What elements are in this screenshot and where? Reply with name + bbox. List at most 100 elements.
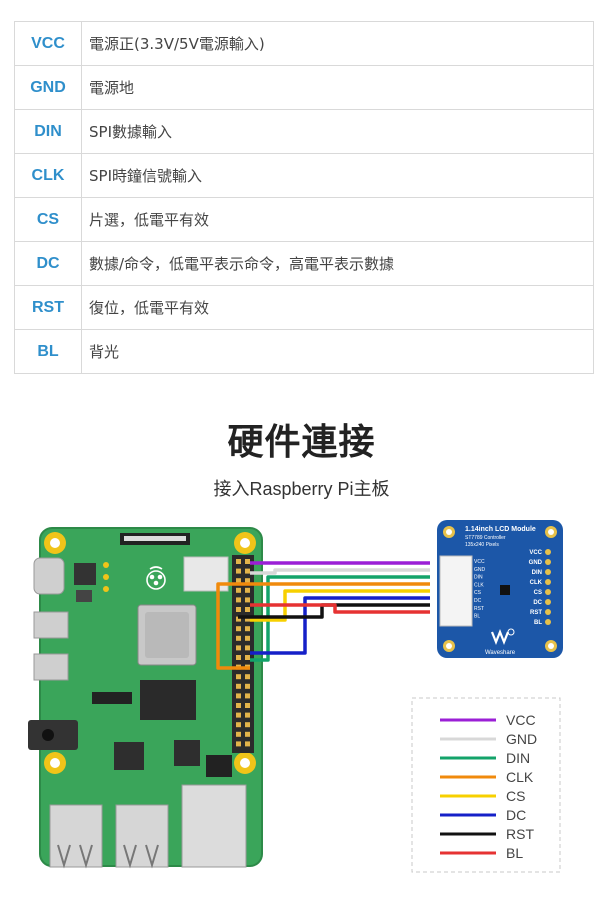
legend-label: RST [506, 826, 534, 842]
gpio-pin [245, 597, 250, 603]
lcd-connector-pin-label: RST [474, 606, 484, 612]
gpio-pin [245, 703, 250, 708]
gpio-pin [236, 626, 241, 632]
gpio-pin [236, 635, 241, 641]
pin-description: 電源正(3.3V/5V電源輸入) [81, 21, 594, 66]
lcd-pin-label: DC [533, 600, 542, 606]
lcd-controller: ST7789 Controller [465, 535, 506, 541]
lcd-pin-label: GND [529, 560, 543, 566]
gpio-pins [236, 559, 250, 747]
gpio-pin [236, 559, 241, 564]
gpio-pin [245, 722, 250, 728]
pin-name: CS [14, 197, 82, 242]
gpio-pin [236, 578, 241, 584]
lcd-connector-pin-label: CLK [474, 582, 484, 588]
gpio-pin [236, 731, 241, 737]
gpio-pin [236, 655, 241, 660]
gpio-pin [245, 731, 250, 737]
legend-label: DIN [506, 750, 530, 766]
pin-description: SPI數據輸入 [81, 109, 594, 154]
pin-description: SPI時鐘信號輸入 [81, 153, 594, 198]
gpio-pin [236, 568, 241, 574]
gpio-pin [245, 607, 250, 612]
lcd-brand: Waveshare [485, 650, 516, 656]
lcd-pin-pad [545, 579, 551, 585]
wire-dc [250, 596, 430, 655]
legend-label: VCC [506, 712, 536, 728]
lcd-pin-pad [545, 589, 551, 595]
gpio-pin [236, 597, 241, 603]
lcd-module-name: 1.14inch LCD Module [465, 526, 536, 533]
legend-label: BL [506, 845, 523, 861]
gpio-pin [236, 616, 241, 622]
gpio-pin [245, 693, 250, 699]
lcd-pin-pad [545, 569, 551, 575]
gpio-pin [245, 645, 250, 651]
lcd-pin-label: VCC [529, 550, 542, 556]
lcd-pin-pad [545, 619, 551, 625]
raspberry-pi-logo-icon [146, 566, 166, 590]
lcd-pin-pad [545, 609, 551, 615]
gpio-pin [245, 655, 250, 660]
gpio-pin [236, 712, 241, 718]
section-title: 硬件連接 [227, 422, 376, 463]
gpio-pin [245, 712, 250, 718]
gpio-pin [245, 741, 250, 747]
lcd-connector-pin-label: VCC [474, 559, 485, 565]
pin-description: 背光 [81, 329, 594, 374]
legend-label: CLK [506, 769, 534, 785]
pin-description: 電源地 [81, 65, 594, 110]
gpio-pin [236, 607, 241, 612]
lcd-connector-pin-label: DC [474, 598, 482, 604]
gpio-pin [245, 587, 250, 593]
gpio-pin [245, 674, 250, 680]
lcd-pin-pad [545, 549, 551, 555]
gpio-pin [245, 635, 250, 641]
gpio-pin [245, 616, 250, 622]
pin-description: 數據/命令，低電平表示命令，高電平表示數據 [81, 241, 594, 286]
wire-bl [250, 603, 430, 614]
gpio-pin [245, 559, 250, 564]
legend-label: CS [506, 788, 525, 804]
legend-label: GND [506, 731, 537, 747]
lcd-pin-label: DIN [532, 570, 542, 576]
pin-name: VCC [14, 21, 82, 66]
lcd-module: 1.14inch LCD Module ST7789 Controller 13… [437, 520, 563, 658]
legend: VCC GND DIN CLK CS DC RST BL [411, 697, 561, 873]
gpio-pin [236, 587, 241, 593]
lcd-connector-pin-label: GND [474, 567, 486, 573]
lcd-pin-pad [545, 599, 551, 605]
gpio-pin [236, 674, 241, 680]
gpio-pin [236, 683, 241, 689]
gpio-pin [245, 683, 250, 689]
pin-description: 片選，低電平有效 [81, 197, 594, 242]
pin-name: CLK [14, 153, 82, 198]
raspberry-pi-board [28, 527, 263, 869]
gpio-pin [236, 693, 241, 699]
lcd-connector-pin-label: BL [474, 614, 480, 620]
lcd-pin-label: RST [530, 610, 542, 616]
pin-name: BL [14, 329, 82, 374]
gpio-pin [236, 722, 241, 728]
mounting-holes [44, 532, 256, 774]
gpio-pin [245, 578, 250, 584]
lcd-pin-label: BL [534, 620, 542, 626]
gpio-pin [236, 703, 241, 708]
wire-clk [216, 582, 430, 670]
legend-label: DC [506, 807, 526, 823]
lcd-pin-pad [545, 559, 551, 565]
pin-description: 復位，低電平有效 [81, 285, 594, 330]
lcd-connector-pin-label: DIN [474, 575, 483, 581]
wire-rst [238, 603, 430, 619]
section-subtitle: 接入Raspberry Pi主板 [213, 479, 390, 499]
